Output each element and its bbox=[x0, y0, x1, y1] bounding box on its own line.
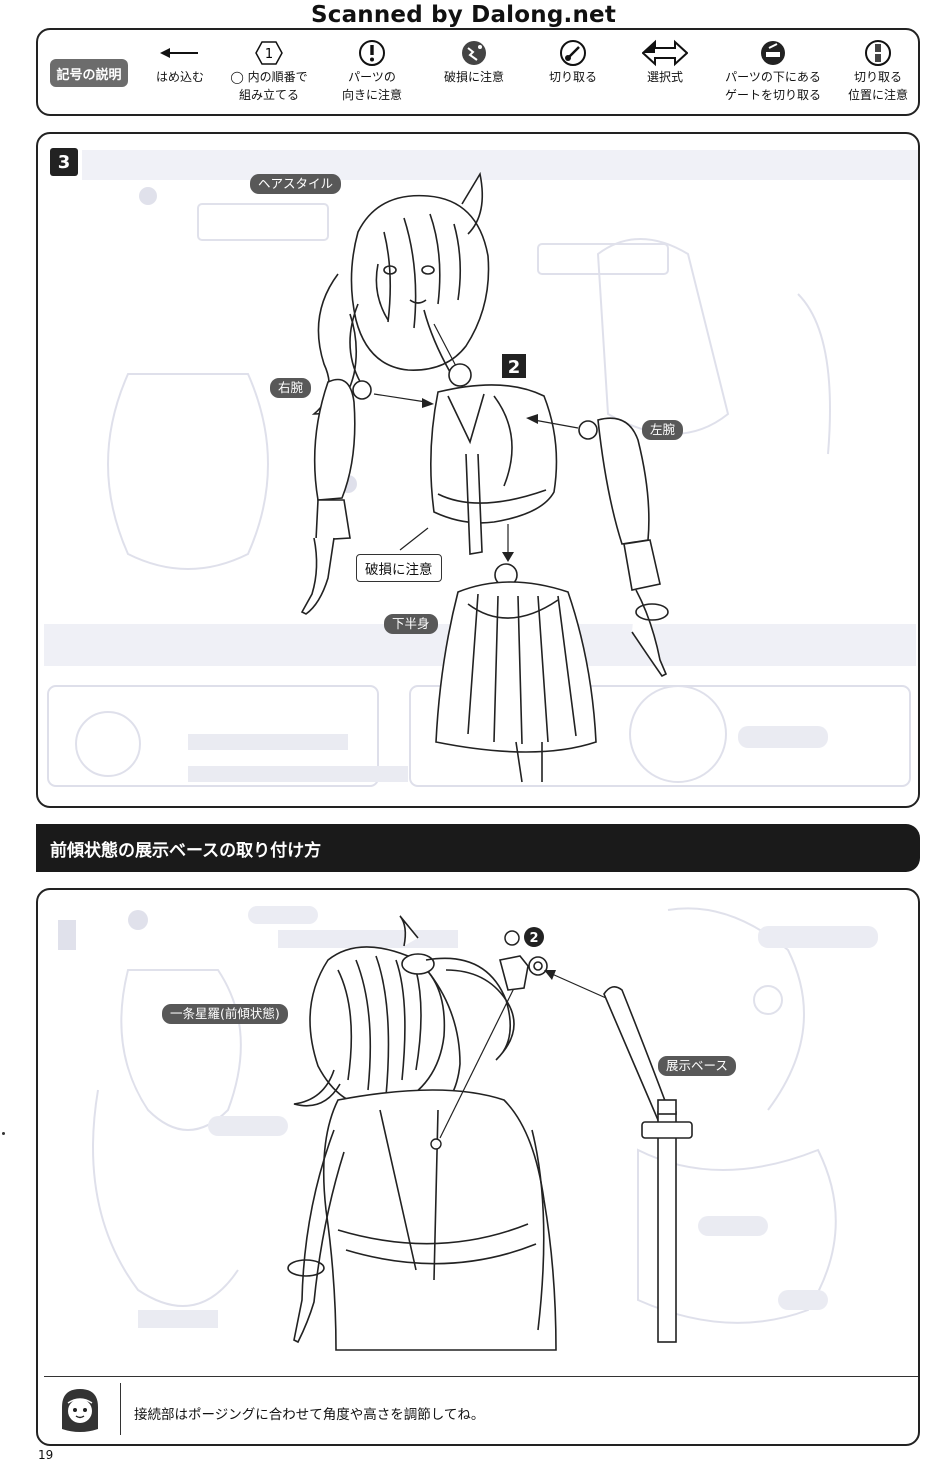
order-number: 2 bbox=[508, 357, 521, 378]
page-number: 19 bbox=[38, 1448, 54, 1462]
section-title-bar: 前傾状態の展示ベースの取り付け方 bbox=[36, 824, 920, 872]
scan-credit: Scanned by Dalong.net bbox=[310, 2, 617, 28]
legend-item-cut: 切り取る bbox=[538, 38, 608, 86]
step-3-illustration: 2 bbox=[300, 171, 669, 783]
label-lower-body: 下半身 bbox=[384, 614, 438, 634]
hairstyle-part bbox=[311, 171, 490, 415]
legend-label: 組み立てる bbox=[238, 88, 299, 102]
legend-label: ◯ 内の順番で bbox=[230, 70, 308, 84]
legend-label: 切り取る bbox=[548, 70, 597, 84]
legend-item-breakage: 破損に注意 bbox=[434, 38, 514, 86]
right-arm-part bbox=[300, 378, 372, 615]
connector-part bbox=[499, 955, 548, 991]
cut-position-icon bbox=[865, 40, 891, 66]
arrow-left-icon bbox=[160, 48, 198, 58]
symbol-legend: 記号の説明 はめ込む 1 ◯ 内の順番で 組み立てる パーツの 向きに注意 破損… bbox=[36, 28, 920, 116]
left-arm-part bbox=[578, 417, 669, 678]
caution-breakage-callout: 破損に注意 bbox=[356, 554, 442, 582]
part-number-badge bbox=[524, 927, 544, 947]
step-number-badge: 3 bbox=[50, 148, 78, 176]
exclamation-icon bbox=[359, 40, 385, 66]
breakage-icon bbox=[462, 41, 486, 65]
step-3-panel: 3 2 bbox=[36, 132, 920, 808]
display-base-panel: 2 一条星羅(前傾状態) 展示ベース 接続部はポージングに合わせて角度や高さを調… bbox=[36, 888, 920, 1446]
label-left-arm: 左腕 bbox=[642, 420, 684, 440]
legend-label: 破損に注意 bbox=[443, 70, 504, 84]
legend-item-order: 1 ◯ 内の順番で 組み立てる bbox=[224, 38, 314, 104]
scan-edge-mark bbox=[2, 1132, 5, 1135]
legend-label: パーツの下にある bbox=[725, 70, 821, 84]
display-base-part bbox=[603, 986, 693, 1343]
legend-item-insert: はめ込む bbox=[144, 38, 216, 86]
label-figure-leaning: 一条星羅(前傾状態) bbox=[162, 1004, 288, 1024]
cut-icon bbox=[560, 40, 586, 66]
legend-label: パーツの bbox=[348, 70, 396, 84]
legend-label: 向きに注意 bbox=[341, 88, 402, 102]
gate-cut-icon bbox=[761, 41, 785, 65]
mascot-avatar-icon bbox=[62, 1389, 98, 1432]
legend-item-direction: パーツの 向きに注意 bbox=[334, 38, 410, 104]
part-number: 2 bbox=[529, 931, 538, 946]
hexagon-number-icon: 1 bbox=[255, 41, 283, 65]
tip-row: 接続部はポージングに合わせて角度や高さを調節してね。 bbox=[44, 1376, 918, 1440]
tip-divider bbox=[120, 1383, 121, 1435]
label-right-arm: 右腕 bbox=[270, 378, 312, 398]
lower-body-part bbox=[435, 563, 597, 783]
hexagon-number: 1 bbox=[265, 47, 273, 62]
figure-leaning-part bbox=[287, 915, 557, 1351]
tip-text: 接続部はポージングに合わせて角度や高さを調節してね。 bbox=[134, 1407, 485, 1423]
label-hairstyle: ヘアスタイル bbox=[250, 174, 342, 194]
legend-label: ゲートを切り取る bbox=[724, 88, 821, 102]
part-ring-marker bbox=[504, 930, 520, 946]
legend-label: 切り取る bbox=[853, 70, 902, 84]
legend-item-select: 選択式 bbox=[634, 38, 696, 86]
legend-title: 記号の説明 bbox=[50, 59, 128, 87]
legend-item-gate-cut: パーツの下にある ゲートを切り取る bbox=[718, 38, 828, 104]
display-base-illustration: 2 bbox=[287, 915, 693, 1351]
legend-item-cut-position: 切り取る 位置に注意 bbox=[840, 38, 916, 104]
torso-part bbox=[430, 363, 558, 555]
label-display-base: 展示ベース bbox=[658, 1056, 736, 1076]
double-arrow-icon bbox=[642, 39, 688, 67]
legend-label: 位置に注意 bbox=[847, 88, 908, 102]
legend-label: 選択式 bbox=[646, 70, 683, 84]
order-badge bbox=[502, 354, 526, 378]
legend-label: はめ込む bbox=[155, 70, 204, 84]
